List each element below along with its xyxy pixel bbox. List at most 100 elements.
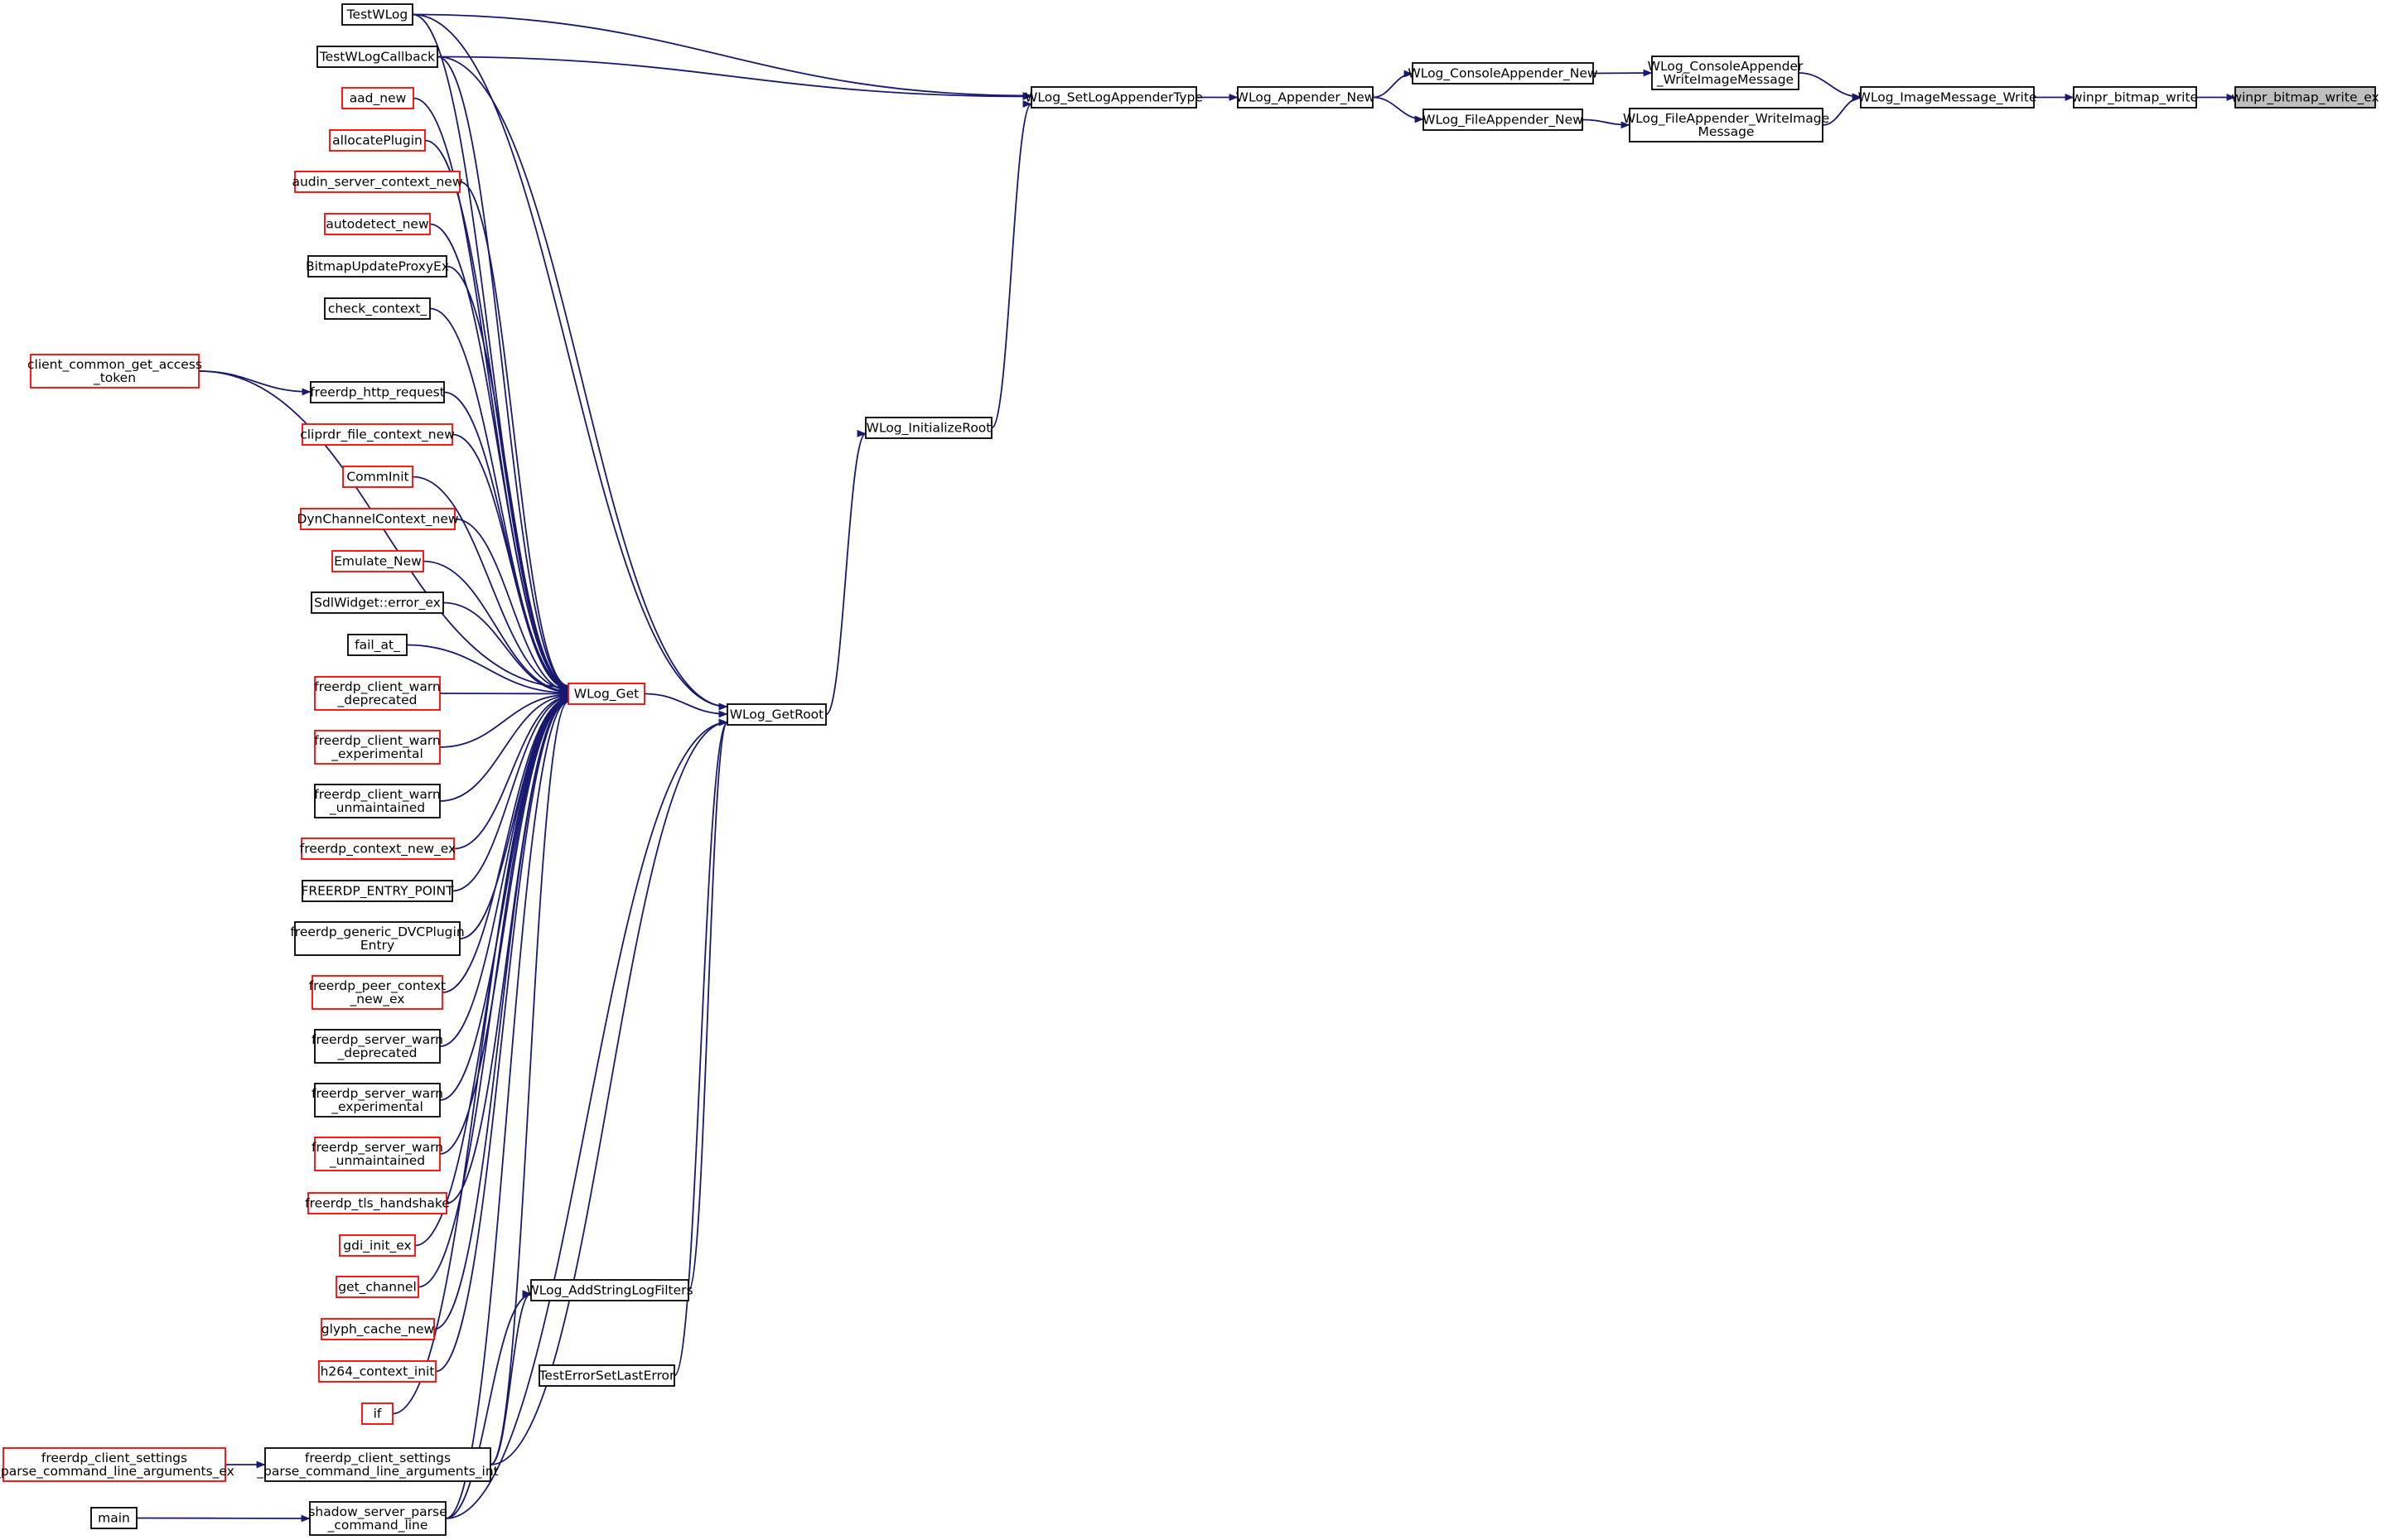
- node-box[interactable]: [90, 1507, 138, 1529]
- node-box[interactable]: [339, 1234, 416, 1257]
- node-box[interactable]: [1412, 62, 1594, 84]
- node-box[interactable]: [314, 730, 441, 765]
- node-freerdp-client-settings-parse-command-line-arguments-int[interactable]: freerdp_client_settings_parse_command_li…: [256, 1447, 499, 1482]
- node-wlog-get[interactable]: WLog_Get: [568, 683, 645, 705]
- node-comm-init[interactable]: CommInit: [342, 466, 413, 488]
- node-dyn-channel-context-new[interactable]: DynChannelContext_new: [297, 508, 459, 530]
- node-box[interactable]: [727, 703, 827, 726]
- node-box[interactable]: [2073, 86, 2197, 109]
- node-box[interactable]: [314, 676, 441, 711]
- node-box[interactable]: [314, 784, 441, 818]
- node-autodetect-new[interactable]: autodetect_new: [324, 213, 431, 235]
- node-box[interactable]: [309, 1501, 447, 1536]
- node-freerdp-client-warn-deprecated[interactable]: freerdp_client_warn_deprecated: [314, 676, 441, 711]
- node-box[interactable]: [30, 354, 200, 389]
- node-freerdp-client-settings-parse-command-line-arguments-ex[interactable]: freerdp_client_settings_parse_command_li…: [0, 1447, 234, 1482]
- node-wlog-console-appender-new[interactable]: WLog_ConsoleAppender_New: [1408, 62, 1598, 84]
- node-box[interactable]: [1237, 86, 1374, 109]
- node-emulate-new[interactable]: Emulate_New: [331, 550, 424, 572]
- node-freerdp-http-request[interactable]: freerdp_http_request: [310, 381, 445, 403]
- node-box[interactable]: [530, 1279, 689, 1301]
- node-box[interactable]: [1629, 108, 1823, 142]
- node-glyph-cache-new[interactable]: glyph_cache_new: [321, 1318, 435, 1340]
- node-box[interactable]: [324, 213, 431, 235]
- node-audin-server-context-new[interactable]: audin_server_context_new: [292, 171, 463, 193]
- node-box[interactable]: [302, 423, 453, 446]
- node-box[interactable]: [312, 975, 443, 1010]
- node-cliprdr-file-context-new[interactable]: cliprdr_file_context_new: [300, 423, 455, 446]
- node-wlog-image-message-write[interactable]: WLog_ImageMessage_Write: [1858, 86, 2037, 109]
- node-gdi-init-ex[interactable]: gdi_init_ex: [339, 1234, 416, 1257]
- node-box[interactable]: [310, 381, 445, 403]
- node-box[interactable]: [294, 171, 461, 193]
- node-freerdp-server-warn-experimental[interactable]: freerdp_server_warn_experimental: [312, 1083, 443, 1118]
- node-freerdp-server-warn-deprecated[interactable]: freerdp_server_warn_deprecated: [312, 1029, 443, 1064]
- node-box[interactable]: [568, 683, 645, 705]
- node-wlog-file-appender-new[interactable]: WLog_FileAppender_New: [1422, 109, 1583, 131]
- node-fail-at[interactable]: fail_at_: [347, 634, 408, 656]
- node-wlog-console-appender-write-image-message[interactable]: WLog_ConsoleAppender_WriteImageMessage: [1648, 56, 1804, 90]
- node-aad-new[interactable]: aad_new: [341, 87, 414, 109]
- node-box[interactable]: [1860, 86, 2035, 109]
- node-box[interactable]: [1651, 56, 1799, 90]
- node-wlog-get-root[interactable]: WLog_GetRoot: [727, 703, 827, 726]
- node-box[interactable]: [331, 550, 424, 572]
- node-box[interactable]: [1031, 86, 1197, 109]
- node-box[interactable]: [302, 880, 453, 902]
- node-box[interactable]: [341, 87, 414, 109]
- node-test-wlog[interactable]: TestWLog: [341, 3, 413, 26]
- node-box[interactable]: [1422, 109, 1583, 131]
- node-box[interactable]: [316, 46, 438, 68]
- node-wlog-file-appender-write-image-message[interactable]: WLog_FileAppender_WriteImageMessage: [1623, 108, 1829, 142]
- node-box[interactable]: [341, 3, 413, 26]
- node-winpr-bitmap-write-ex[interactable]: winpr_bitmap_write_ex: [2231, 86, 2379, 109]
- node-check-context[interactable]: check_context_: [324, 297, 431, 320]
- node-wlog-initialize-root[interactable]: WLog_InitializeRoot: [865, 417, 993, 439]
- node-wlog-set-log-appender-type[interactable]: WLog_SetLogAppenderType: [1025, 86, 1203, 109]
- node-test-wlog-callback[interactable]: TestWLogCallback: [316, 46, 438, 68]
- node-box[interactable]: [314, 1137, 441, 1171]
- node-wlog-appender-new[interactable]: WLog_Appender_New: [1236, 86, 1375, 109]
- node-box[interactable]: [307, 255, 447, 278]
- node-box[interactable]: [865, 417, 993, 439]
- node-freerdp-server-warn-unmaintained[interactable]: freerdp_server_warn_unmaintained: [312, 1137, 443, 1171]
- node-box[interactable]: [361, 1402, 394, 1425]
- node-freerdp-entry-point[interactable]: FREERDP_ENTRY_POINT: [301, 880, 454, 902]
- node-box[interactable]: [300, 508, 456, 530]
- node-box[interactable]: [294, 921, 461, 956]
- node-bitmap-update-proxy-ex[interactable]: BitmapUpdateProxyEx: [306, 255, 449, 278]
- node-box[interactable]: [314, 1029, 441, 1064]
- node-box[interactable]: [264, 1447, 491, 1482]
- node-allocate-plugin[interactable]: allocatePlugin: [329, 129, 426, 152]
- node-box[interactable]: [321, 1318, 435, 1340]
- node-if[interactable]: if: [361, 1402, 394, 1425]
- node-h264-context-init[interactable]: h264_context_init: [318, 1360, 437, 1383]
- node-freerdp-client-warn-unmaintained[interactable]: freerdp_client_warn_unmaintained: [314, 784, 441, 818]
- node-wlog-add-string-log-filters[interactable]: WLog_AddStringLogFilters: [526, 1279, 693, 1301]
- node-box[interactable]: [324, 297, 431, 320]
- node-box[interactable]: [539, 1364, 675, 1387]
- node-box[interactable]: [301, 838, 455, 860]
- node-test-error-set-last-error[interactable]: TestErrorSetLastError: [539, 1364, 675, 1387]
- node-sdl-widget-error-ex[interactable]: SdlWidget::error_ex: [311, 591, 444, 614]
- node-box[interactable]: [307, 1192, 447, 1214]
- node-freerdp-tls-handshake[interactable]: freerdp_tls_handshake: [305, 1192, 450, 1214]
- node-box[interactable]: [347, 634, 408, 656]
- node-box[interactable]: [318, 1360, 437, 1383]
- node-box[interactable]: [329, 129, 426, 152]
- node-box[interactable]: [314, 1083, 441, 1118]
- node-client-common-get-access-token[interactable]: client_common_get_access_token: [27, 354, 202, 389]
- node-shadow-server-parse-command-line[interactable]: shadow_server_parse_command_line: [308, 1501, 447, 1536]
- node-box[interactable]: [311, 591, 444, 614]
- node-freerdp-context-new-ex[interactable]: freerdp_context_new_ex: [300, 838, 456, 860]
- node-get-channel[interactable]: get_channel: [336, 1276, 419, 1298]
- node-freerdp-client-warn-experimental[interactable]: freerdp_client_warn_experimental: [314, 730, 441, 765]
- node-freerdp-peer-context-new-ex[interactable]: freerdp_peer_context_new_ex: [309, 975, 447, 1010]
- node-box[interactable]: [2234, 86, 2376, 109]
- node-box[interactable]: [2, 1447, 226, 1482]
- node-winpr-bitmap-write[interactable]: winpr_bitmap_write: [2072, 86, 2198, 109]
- node-box[interactable]: [342, 466, 413, 488]
- node-box[interactable]: [336, 1276, 419, 1298]
- node-main[interactable]: main: [90, 1507, 138, 1529]
